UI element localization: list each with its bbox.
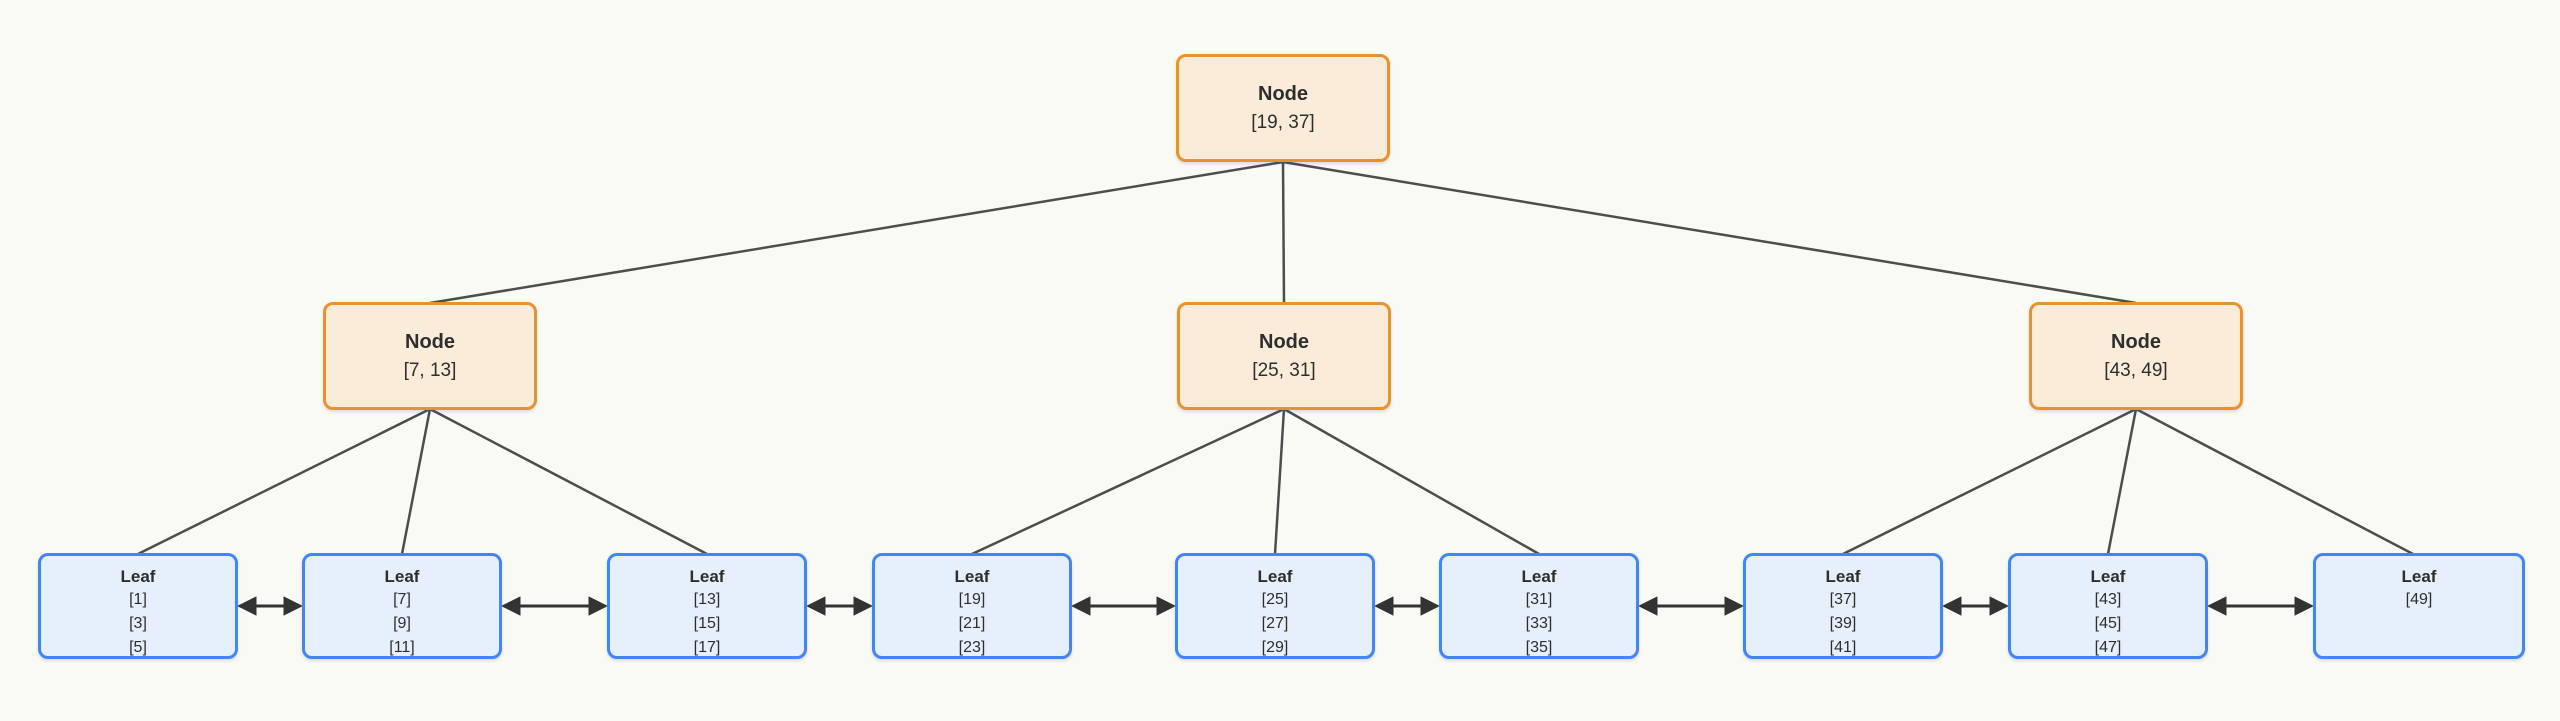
leaf-title: Leaf <box>1521 567 1557 586</box>
leaf-value: [23] <box>958 639 986 656</box>
tree-edge <box>429 407 708 556</box>
tree-edge <box>1282 160 2137 305</box>
leaf-value: [27] <box>1261 615 1289 632</box>
leaf-node-1: Leaf [1] [3] [5] <box>38 553 238 659</box>
leaf-value: [25] <box>1261 591 1289 608</box>
node-keys: [43, 49] <box>2104 359 2168 381</box>
leaf-title: Leaf <box>384 567 420 586</box>
node-keys: [25, 31] <box>1252 359 1316 381</box>
tree-edge <box>400 408 432 555</box>
internal-node-3: Node [43, 49] <box>2029 302 2243 410</box>
leaf-node-6: Leaf [31] [33] [35] <box>1439 553 1639 659</box>
leaf-value: [3] <box>129 615 147 632</box>
leaf-value: [1] <box>129 591 147 608</box>
tree-edge <box>1273 408 1286 555</box>
node-title: Node <box>1258 82 1308 105</box>
node-keys: [7, 13] <box>403 359 457 381</box>
leaf-value: [7] <box>393 591 411 608</box>
leaf-value: [9] <box>393 615 411 632</box>
leaf-title: Leaf <box>954 567 990 586</box>
leaf-value <box>2316 636 2522 660</box>
node-title: Node <box>1259 330 1309 353</box>
leaf-value: [31] <box>1525 591 1553 608</box>
leaf-value: [37] <box>1829 591 1857 608</box>
leaf-value: [11] <box>389 639 415 656</box>
tree-edge <box>429 160 1284 305</box>
internal-node-1: Node [7, 13] <box>323 302 537 410</box>
leaf-node-7: Leaf [37] [39] [41] <box>1743 553 1943 659</box>
leaf-node-4: Leaf [19] [21] [23] <box>872 553 1072 659</box>
leaf-value: [35] <box>1525 639 1553 656</box>
leaf-title: Leaf <box>2401 567 2437 586</box>
tree-edge <box>971 407 1285 556</box>
leaf-value: [47] <box>2094 639 2122 656</box>
leaf-value: [29] <box>1261 639 1289 656</box>
leaf-node-5: Leaf [25] [27] [29] <box>1175 553 1375 659</box>
leaf-value: [21] <box>958 615 986 632</box>
leaf-value <box>2316 612 2522 636</box>
leaf-value: [41] <box>1829 639 1857 656</box>
internal-node-2: Node [25, 31] <box>1177 302 1391 410</box>
root-node: Node [19, 37] <box>1176 54 1390 162</box>
leaf-value: [33] <box>1525 615 1553 632</box>
leaf-value: [15] <box>693 615 721 632</box>
leaf-value: [5] <box>129 639 147 656</box>
leaf-title: Leaf <box>689 567 725 586</box>
node-title: Node <box>405 330 455 353</box>
leaf-title: Leaf <box>2090 567 2126 586</box>
leaf-value: [13] <box>693 591 721 608</box>
tree-edge <box>1281 161 1286 304</box>
tree-edge <box>137 407 431 556</box>
leaf-value: [45] <box>2094 615 2122 632</box>
tree-edge <box>2106 408 2138 555</box>
leaf-value: [43] <box>2094 591 2122 608</box>
tree-edge <box>2135 407 2414 556</box>
leaf-title: Leaf <box>1257 567 1293 586</box>
node-keys: [19, 37] <box>1251 111 1315 133</box>
leaf-value: [19] <box>958 591 986 608</box>
leaf-value: [17] <box>693 639 721 656</box>
node-title: Node <box>2111 330 2161 353</box>
tree-edge <box>1842 407 2137 556</box>
leaf-value: [39] <box>1829 615 1857 632</box>
leaf-node-9: Leaf [49] <box>2313 553 2525 659</box>
leaf-title: Leaf <box>120 567 156 586</box>
leaf-title: Leaf <box>1825 567 1861 586</box>
tree-edge <box>1283 407 1540 556</box>
leaf-node-3: Leaf [13] [15] [17] <box>607 553 807 659</box>
leaf-value: [49] <box>2405 591 2433 608</box>
leaf-node-8: Leaf [43] [45] [47] <box>2008 553 2208 659</box>
leaf-node-2: Leaf [7] [9] [11] <box>302 553 502 659</box>
